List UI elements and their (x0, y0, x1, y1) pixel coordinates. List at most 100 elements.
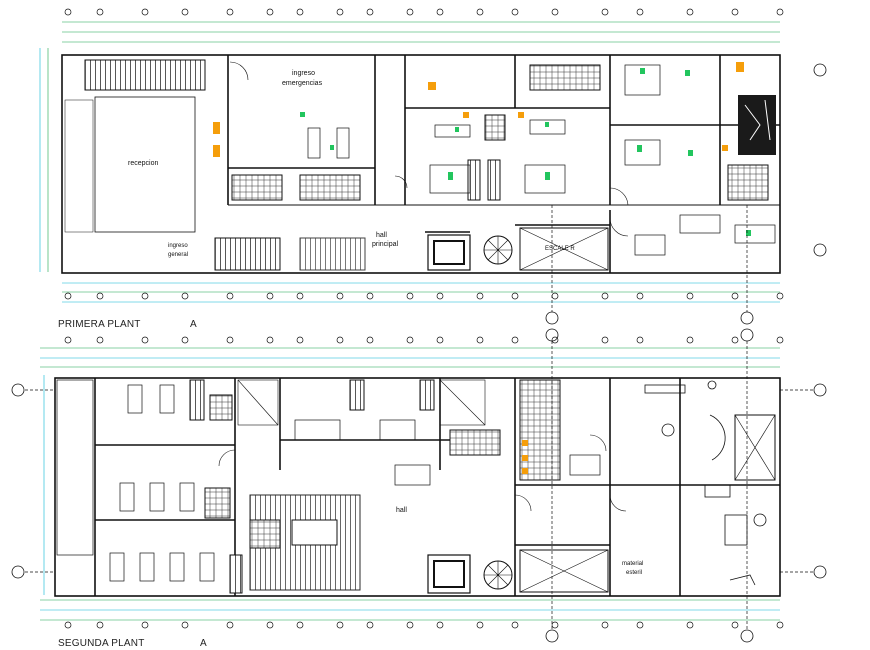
grid-axis-marker (96, 621, 104, 629)
floor-title-second: SEGUNDA PLANT (58, 638, 145, 649)
grid-axis-marker (731, 336, 739, 344)
label-ingreso-emergencias-1: ingreso (292, 70, 315, 77)
label-hall-principal-2: principal (372, 241, 399, 248)
grid-axis-marker (551, 336, 559, 344)
grid-axis-marker (636, 292, 644, 300)
grid-axis-marker (436, 336, 444, 344)
grid-axis-marker (686, 621, 694, 629)
grid-axis-marker (64, 292, 72, 300)
grid-axis-marker (601, 621, 609, 629)
grid-axis-marker (686, 336, 694, 344)
grid-axis-marker (406, 336, 414, 344)
grid-axis-marker (366, 8, 374, 16)
label-materiales-2: esteril (626, 570, 642, 576)
grid-axis-marker (266, 336, 274, 344)
grid-axis-marker (266, 292, 274, 300)
grid-axis-marker (64, 621, 72, 629)
grid-axis-marker (96, 336, 104, 344)
second-floor-plan (11, 328, 827, 643)
grid-axis-row-top (64, 8, 784, 16)
grid-axis-marker (366, 292, 374, 300)
grid-axis-marker (731, 621, 739, 629)
grid-axis-marker (336, 292, 344, 300)
grid-axis-marker (476, 621, 484, 629)
second-floor-walls (54, 377, 781, 597)
grid-axis-marker (141, 621, 149, 629)
grid-axis-marker (476, 8, 484, 16)
first-floor-plan (39, 21, 827, 325)
grid-axis-marker (226, 8, 234, 16)
grid-axis-marker (366, 336, 374, 344)
label-materiales-1: material (622, 561, 643, 567)
grid-axis-row-second-top (64, 336, 784, 344)
grid-axis-marker (96, 8, 104, 16)
grid-axis-marker (181, 621, 189, 629)
grid-axis-marker (226, 292, 234, 300)
grid-axis-marker (296, 292, 304, 300)
first-floor-walls (61, 54, 781, 274)
floor-title-first: PRIMERA PLANT (58, 319, 141, 330)
grid-axis-marker (226, 336, 234, 344)
label-hall-second: hall (396, 507, 407, 514)
grid-axis-marker (181, 8, 189, 16)
grid-axis-row-second-bottom (64, 621, 784, 629)
label-escalera: ESCALE R (545, 246, 575, 252)
grid-axis-marker (776, 292, 784, 300)
grid-axis-marker (776, 621, 784, 629)
floor-title-second-suffix: A (200, 638, 207, 649)
label-recepcion: recepcion (128, 160, 158, 167)
grid-axis-marker (436, 8, 444, 16)
label-ingreso-emergencias-2: emergencias (282, 80, 323, 87)
grid-axis-marker (436, 292, 444, 300)
grid-axis-marker (686, 8, 694, 16)
label-hall-principal-1: hall (376, 232, 387, 239)
grid-axis-marker (141, 8, 149, 16)
grid-axis-marker (336, 621, 344, 629)
grid-axis-marker (226, 621, 234, 629)
grid-axis-marker (406, 292, 414, 300)
label-ingreso-general-1: ingreso (168, 243, 188, 249)
dimension-lines-mid (40, 347, 780, 621)
grid-axis-marker (266, 8, 274, 16)
grid-axis-marker (266, 621, 274, 629)
grid-axis-marker (296, 8, 304, 16)
dimension-lines-top (39, 21, 780, 272)
grid-axis-marker (776, 8, 784, 16)
grid-axis-marker (406, 8, 414, 16)
grid-axis-marker (476, 292, 484, 300)
grid-axis-marker (686, 292, 694, 300)
grid-axis-marker (511, 621, 519, 629)
grid-axis-marker (551, 621, 559, 629)
grid-axis-marker (776, 336, 784, 344)
floor-title-first-suffix: A (190, 319, 197, 330)
grid-axis-marker (366, 621, 374, 629)
grid-axis-marker (636, 8, 644, 16)
grid-axis-row-first-bottom (64, 292, 784, 300)
grid-axis-marker (511, 336, 519, 344)
grid-axis-marker (296, 336, 304, 344)
grid-axis-marker (636, 336, 644, 344)
grid-axis-marker (476, 336, 484, 344)
grid-axis-marker (731, 292, 739, 300)
grid-axis-marker (336, 336, 344, 344)
grid-axis-marker (551, 8, 559, 16)
grid-axis-marker (406, 621, 414, 629)
grid-axis-marker (64, 336, 72, 344)
grid-axis-marker (181, 292, 189, 300)
grid-axis-marker (636, 621, 644, 629)
grid-axis-marker (336, 8, 344, 16)
grid-axis-marker (511, 8, 519, 16)
grid-axis-marker (731, 8, 739, 16)
label-ingreso-general-2: general (168, 252, 188, 258)
grid-axis-marker (601, 336, 609, 344)
grid-axis-marker (64, 8, 72, 16)
grid-axis-marker (141, 336, 149, 344)
grid-axis-marker (141, 292, 149, 300)
grid-axis-marker (436, 621, 444, 629)
grid-axis-marker (601, 8, 609, 16)
grid-axis-marker (601, 292, 609, 300)
grid-axis-marker (181, 336, 189, 344)
grid-axis-marker (96, 292, 104, 300)
grid-axis-marker (551, 292, 559, 300)
